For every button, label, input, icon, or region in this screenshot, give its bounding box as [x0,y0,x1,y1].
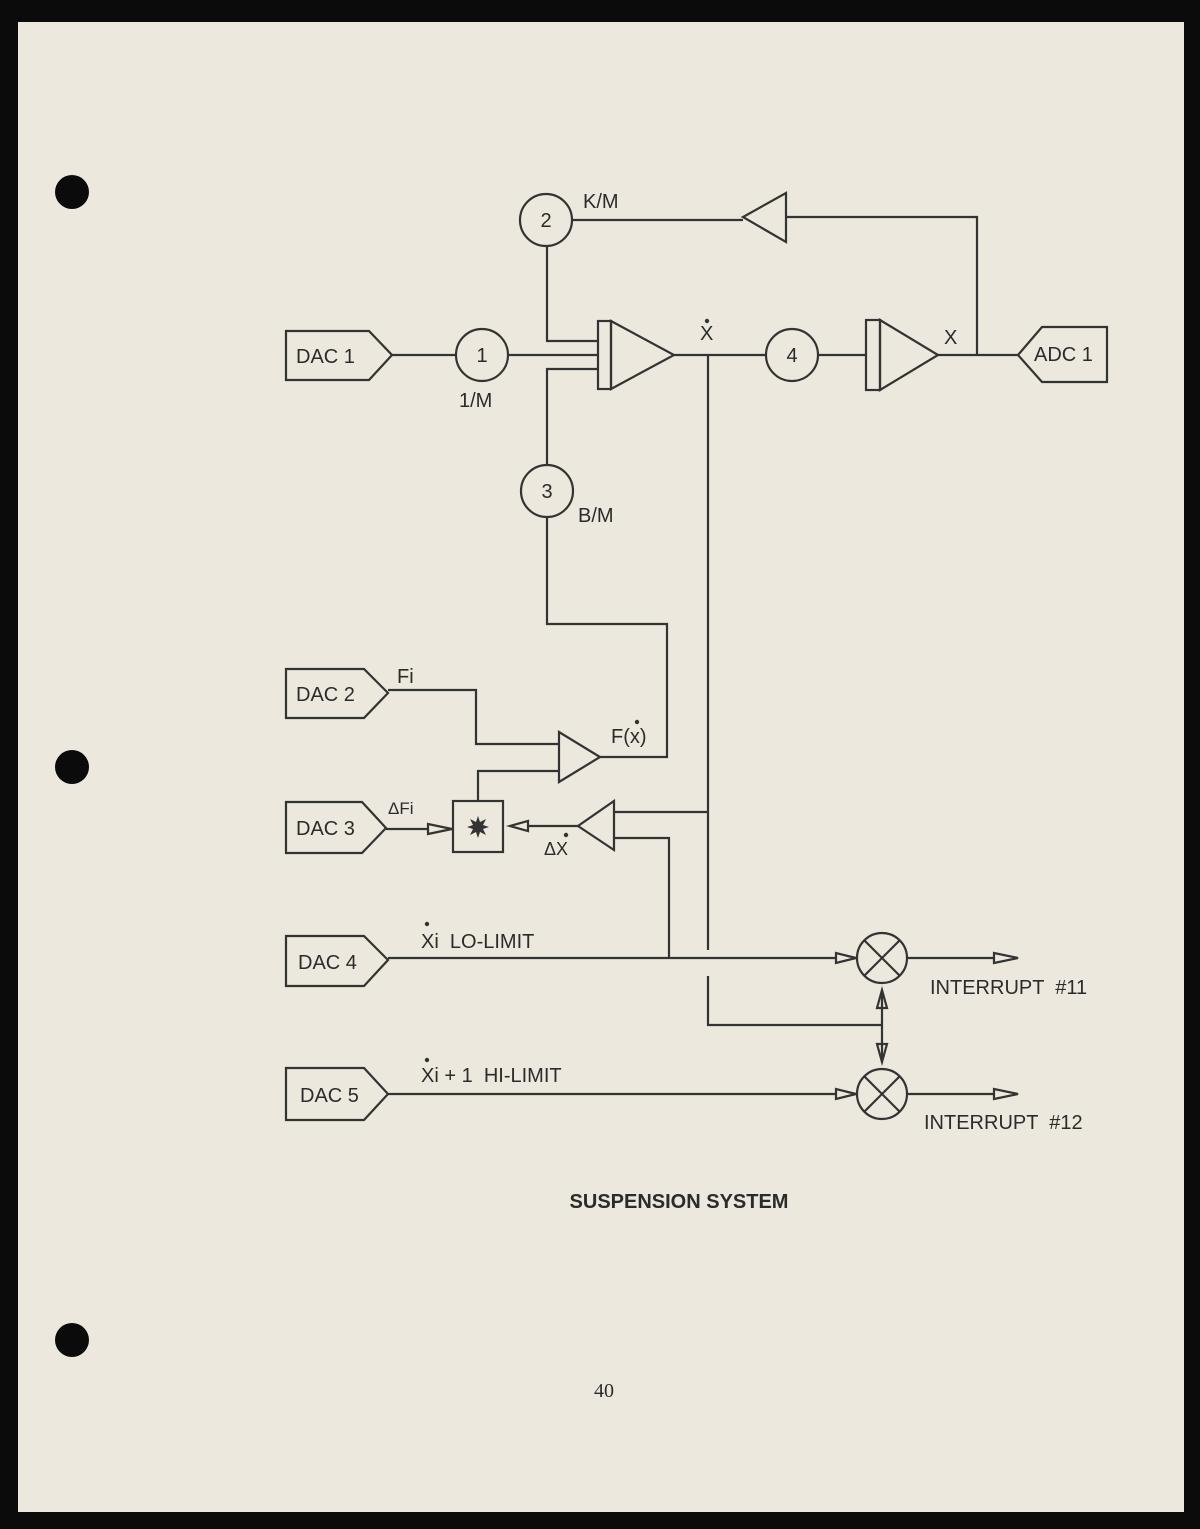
adc-1-box [1016,325,1109,384]
amplifier-delta-x [576,798,616,853]
dac-5-box [284,1066,390,1122]
signal-lo-limit: Xi LO-LIMIT [421,931,534,953]
dac-3-label: DAC 3 [296,818,355,840]
potentiometer-4-label: 4 [786,345,797,367]
binder-hole-bottom [55,1323,89,1357]
dac-2-label: DAC 2 [296,684,355,706]
dac-1-label: DAC 1 [296,346,355,368]
dac-3-box [284,800,388,855]
dac-2-box [284,667,390,720]
coefficient-one-over-m: 1/M [459,390,492,412]
potentiometer-2-label: 2 [540,210,551,232]
output-interrupt-12: INTERRUPT #12 [924,1112,1083,1134]
signal-x-dot: X [700,323,713,345]
arrowheads [426,819,1019,1101]
dac-1-box [284,329,394,382]
summing-amp-f-x [557,730,603,784]
coefficient-b-over-m: B/M [578,505,614,527]
coefficient-k-over-m: K/M [583,191,619,213]
page-number: 40 [594,1380,614,1402]
multiplier-block [451,799,505,854]
document-page: DAC 1 DAC 2 DAC 3 DAC 4 DAC 5 ADC 1 1 2 … [18,22,1184,1512]
potentiometer-3-label: 3 [541,481,552,503]
asterisk-icon [467,816,489,838]
signal-x: X [944,327,957,349]
binder-hole-top [55,175,89,209]
integrator-x-dot [596,319,677,391]
wires [386,215,1018,1096]
potentiometer-3 [519,463,575,519]
figure-title: SUSPENSION SYSTEM [570,1191,789,1213]
signal-hi-limit: Xi + 1 HI-LIMIT [421,1065,562,1087]
comparator-hi-limit [855,1067,909,1121]
comparator-lo-limit [855,931,909,985]
signal-delta-fi: ΔFi [388,799,414,818]
potentiometer-2 [518,192,574,248]
dac-4-label: DAC 4 [298,952,357,974]
derivative-dots [424,318,710,1063]
signal-f-x-dot: F(x) [611,726,647,748]
signal-fi: Fi [397,666,414,688]
potentiometer-1 [454,327,510,383]
binder-hole-middle [55,750,89,784]
adc-1-label: ADC 1 [1034,344,1093,366]
signal-delta-x-dot: ΔX [544,839,568,859]
dac-5-label: DAC 5 [300,1085,359,1107]
integrator-x [864,318,941,392]
potentiometer-1-label: 1 [476,345,487,367]
suspension-system-diagram: DAC 1 DAC 2 DAC 3 DAC 4 DAC 5 ADC 1 1 2 … [55,175,1109,1402]
dac-4-box [284,934,390,988]
output-interrupt-11: INTERRUPT #11 [930,977,1087,999]
inverter-k-over-m [740,191,788,244]
potentiometer-4 [764,327,820,383]
